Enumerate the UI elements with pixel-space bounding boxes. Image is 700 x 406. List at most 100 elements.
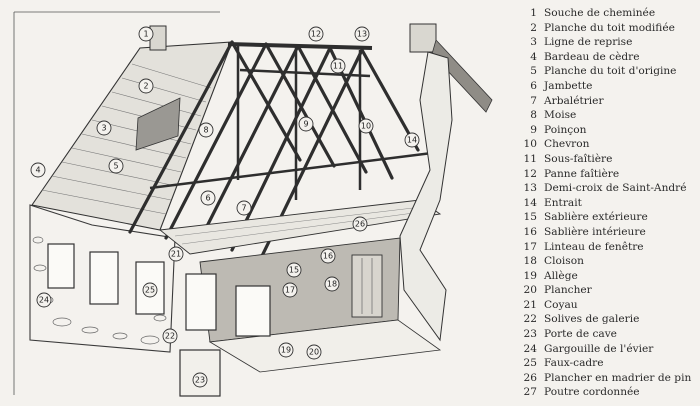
legend-number: 27 bbox=[523, 386, 537, 399]
callout-circle bbox=[358, 118, 374, 134]
legend-item: 7 Arbalétrier bbox=[510, 94, 698, 109]
legend-label: Linteau de fenêtre bbox=[544, 240, 644, 253]
legend-number: 6 bbox=[530, 79, 537, 92]
legend-number: 22 bbox=[523, 313, 537, 326]
callout-number: 14 bbox=[407, 136, 417, 145]
roof-shingle-lines bbox=[41, 63, 212, 215]
callout-number: 19 bbox=[281, 346, 291, 355]
legend-label: Poutre cordonnée bbox=[544, 386, 640, 399]
legend-number: 12 bbox=[523, 167, 537, 180]
callout-circle bbox=[198, 122, 214, 138]
legend-label: Chevron bbox=[544, 138, 590, 151]
callout-marker: 24 bbox=[36, 292, 52, 308]
callout-marker: 16 bbox=[320, 248, 336, 264]
legend-item: 21 Coyau bbox=[510, 298, 698, 313]
legend-label: Sablière extérieure bbox=[544, 211, 648, 224]
legend-number: 17 bbox=[523, 240, 537, 253]
callout-number: 5 bbox=[113, 162, 118, 171]
callout-marker: 18 bbox=[324, 276, 340, 292]
callout-number: 20 bbox=[309, 348, 319, 357]
legend-number: 7 bbox=[530, 94, 537, 107]
callout-circle bbox=[192, 372, 208, 388]
legend-label: Porte de cave bbox=[544, 328, 617, 341]
callout-marker: 20 bbox=[306, 344, 322, 360]
callout-number: 25 bbox=[145, 286, 155, 295]
sub-ridge-beam bbox=[239, 68, 371, 78]
callout-marker: 19 bbox=[278, 342, 294, 358]
legend-label: Poinçon bbox=[544, 123, 587, 136]
roof-opening bbox=[135, 97, 181, 151]
callout-number: 12 bbox=[311, 30, 321, 39]
right-chimney bbox=[409, 23, 437, 53]
callout-number: 11 bbox=[333, 62, 343, 71]
legend-label: Planche du toit modifiée bbox=[544, 21, 675, 34]
callout-marker: 10 bbox=[358, 118, 374, 134]
callout-number: 22 bbox=[165, 332, 175, 341]
ridge-beam bbox=[227, 42, 373, 50]
callout-marker: 3 bbox=[96, 120, 112, 136]
callout-marker: 25 bbox=[142, 282, 158, 298]
callout-number: 9 bbox=[303, 120, 308, 129]
legend-number: 19 bbox=[523, 269, 537, 282]
callout-number: 18 bbox=[327, 280, 337, 289]
legend-number: 10 bbox=[523, 138, 537, 151]
callout-number: 4 bbox=[35, 166, 40, 175]
callout-number: 8 bbox=[203, 126, 208, 135]
callout-number: 17 bbox=[285, 286, 295, 295]
legend-label: Plancher en madrier de pin bbox=[544, 371, 692, 384]
callout-marker: 8 bbox=[198, 122, 214, 138]
right-stone-wall bbox=[399, 51, 453, 342]
callout-marker: 11 bbox=[330, 58, 346, 74]
callout-circle bbox=[96, 120, 112, 136]
callout-circle bbox=[320, 248, 336, 264]
callout-circle bbox=[354, 26, 370, 42]
callout-number: 7 bbox=[241, 204, 246, 213]
legend-number: 18 bbox=[523, 255, 537, 268]
callout-circle bbox=[298, 116, 314, 132]
callout-marker: 6 bbox=[200, 190, 216, 206]
legend-label: Coyau bbox=[544, 298, 578, 311]
callout-number: 1 bbox=[143, 30, 148, 39]
callout-marker: 22 bbox=[162, 328, 178, 344]
callout-circle bbox=[286, 262, 302, 278]
callout-circle bbox=[138, 78, 154, 94]
callout-circle bbox=[330, 58, 346, 74]
legend-number: 8 bbox=[530, 109, 537, 122]
legend-label: Souche de cheminée bbox=[544, 7, 656, 19]
callout-circle bbox=[324, 276, 340, 292]
callout-circle bbox=[200, 190, 216, 206]
legend-label: Planche du toit d'origine bbox=[544, 65, 677, 78]
callout-circle bbox=[278, 342, 294, 358]
legend-number: 4 bbox=[530, 50, 537, 63]
purlin bbox=[149, 150, 441, 190]
callout-marker: 12 bbox=[308, 26, 324, 42]
legend-number: 9 bbox=[530, 123, 537, 136]
door-panels bbox=[361, 258, 373, 314]
callout-number: 3 bbox=[101, 124, 106, 133]
legend-number: 26 bbox=[523, 371, 537, 384]
legend-item: 26 Plancher en madrier de pin bbox=[510, 371, 698, 386]
left-chimney bbox=[149, 25, 167, 51]
legend-label: Arbalétrier bbox=[544, 94, 604, 107]
legend-number: 23 bbox=[523, 328, 537, 341]
callout-number: 23 bbox=[195, 376, 205, 385]
callout-number: 21 bbox=[171, 250, 181, 259]
legend-label: Panne faîtière bbox=[544, 167, 620, 180]
callout-circle bbox=[306, 344, 322, 360]
legend-number: 21 bbox=[523, 298, 537, 311]
callout-marker: 5 bbox=[108, 158, 124, 174]
callout-marker: 9 bbox=[298, 116, 314, 132]
callout-marker: 23 bbox=[192, 372, 208, 388]
wall-stones bbox=[32, 236, 167, 345]
legend-number: 3 bbox=[530, 36, 537, 49]
legend-label: Gargouille de l'évier bbox=[544, 342, 654, 355]
